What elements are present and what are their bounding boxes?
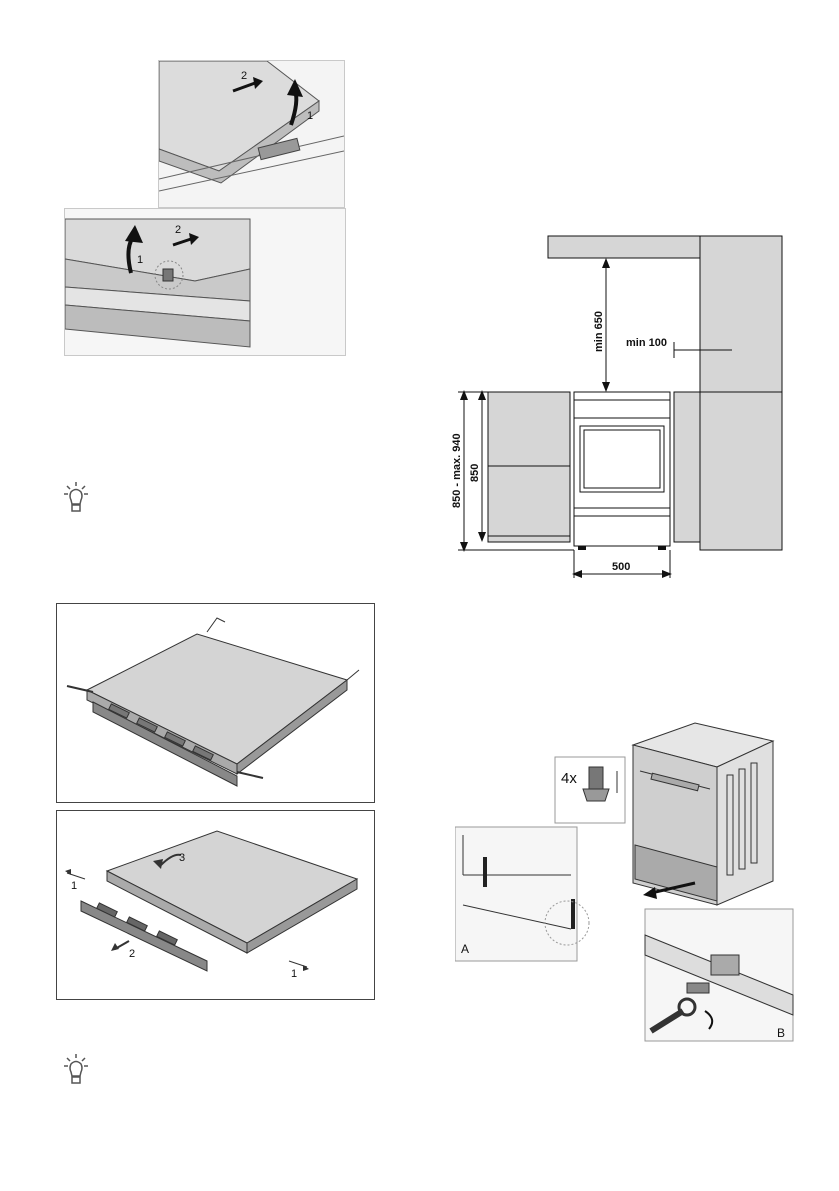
height-range-label: 850 - max. 940 [451, 433, 463, 508]
lid-removal-figure-bottom: 2 1 [64, 208, 346, 356]
step-1-label: 1 [307, 110, 313, 122]
drawer-figure-bottom: 1 2 3 1 [56, 810, 375, 1000]
feet-adjustment-figure: 4x A B [454, 715, 795, 1045]
height-850-label: 850 [469, 464, 481, 482]
detail-a-label: A [461, 942, 469, 956]
lightbulb-icon [60, 1052, 92, 1088]
min-100-label: min 100 [626, 337, 667, 349]
drawer-figure-top [56, 603, 375, 803]
quantity-label: 4x [561, 770, 577, 787]
step-1-label: 1 [291, 968, 297, 980]
detail-b-label: B [777, 1026, 785, 1040]
installation-dimensions-diagram: min 650 min 100 850 - max. 940 850 500 [440, 230, 790, 580]
step-2-label: 2 [241, 70, 247, 82]
lightbulb-icon [60, 480, 92, 516]
step-2-label: 2 [175, 224, 181, 236]
step-1-label: 1 [137, 254, 143, 266]
step-3-label: 3 [179, 852, 185, 864]
step-2-label: 2 [129, 948, 135, 960]
min-650-label: min 650 [593, 311, 605, 352]
width-500-label: 500 [612, 561, 630, 573]
step-1-label: 1 [71, 880, 77, 892]
lid-removal-figure-top: 2 1 [158, 60, 345, 208]
